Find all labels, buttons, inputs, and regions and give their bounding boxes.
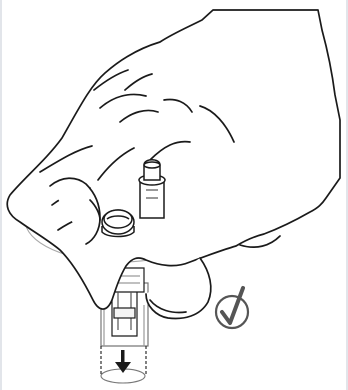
hand bbox=[7, 10, 340, 318]
check-circle-icon bbox=[216, 288, 248, 328]
